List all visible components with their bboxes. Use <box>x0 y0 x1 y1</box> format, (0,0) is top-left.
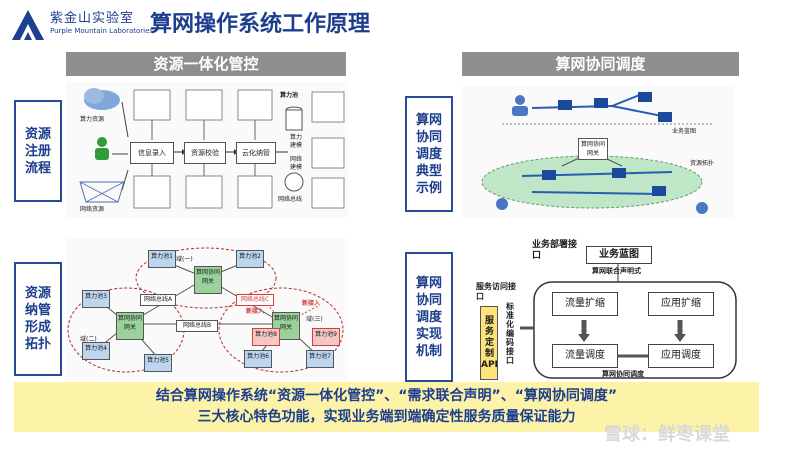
step-info-entry: 信息录入 <box>130 142 174 164</box>
joint-declare-label: 算网联合声明式 <box>592 267 641 275</box>
label-typical-example: 算网协同调度典型示例 <box>405 96 453 212</box>
compute-pool-1: 算力池1 <box>148 250 176 268</box>
compute-pool-3: 算力池3 <box>82 290 110 308</box>
label-resource-registration: 资源注册流程 <box>14 100 62 202</box>
gateway-3: 算网协同网关 <box>272 312 300 340</box>
flow-scale-box: 流量扩缩 <box>552 292 618 316</box>
registration-flow-diagram: 算力资源 网络资源 信息录入 资源校验 云化纳管 算力池 算力建模 网络建模 网… <box>66 82 348 218</box>
summary-banner <box>14 382 759 432</box>
network-bus-b: 网络总线B <box>176 320 218 332</box>
new-join-label-2: 新接入 <box>302 300 321 307</box>
deploy-interface-label: 业务部署接口 <box>532 240 578 261</box>
compute-pool-7: 算力池7 <box>306 350 334 368</box>
domain-1-label: 域(一) <box>176 256 193 263</box>
network-bus-c: 网络总线C <box>236 294 274 306</box>
section-header-resource-control: 资源一体化管控 <box>66 52 346 76</box>
coop-sched-label: 算网协同调度 <box>602 370 644 378</box>
watermark: 雪球：鲜枣课堂 <box>604 424 730 445</box>
compute-resource-label: 算力资源 <box>80 116 105 123</box>
domain-2-label: 域(二) <box>80 336 97 343</box>
network-resource-label: 网络资源 <box>80 206 105 213</box>
step-resource-check: 资源校验 <box>184 142 226 164</box>
section-header-coop-scheduling: 算网协同调度 <box>462 52 739 76</box>
compute-pool-8: 算力池8 <box>252 328 280 346</box>
network-bus-label: 网络总线 <box>278 196 303 203</box>
compute-pool-2: 算力池2 <box>236 250 264 268</box>
mechanism-diagram: 业务部署接口 业务蓝图 算网联合声明式 服务访问接口 服务定制API 标准化编码… <box>462 238 742 382</box>
label-resource-topology: 资源纳管形成拓扑 <box>14 262 62 376</box>
domain-3-label: 域(三) <box>306 316 323 323</box>
business-blueprint-label: 业务蓝图 <box>672 128 697 135</box>
new-join-label-1: 新接入 <box>246 308 265 315</box>
logo <box>12 10 44 40</box>
network-model-label: 网络建模 <box>290 156 303 171</box>
logo-text-cn: 紫金山实验室 <box>50 11 135 26</box>
logo-text-en: Purple Mountain Laboratories <box>50 27 154 35</box>
summary-line-1: 结合算网操作系统“资源一体化管控”、“需求联合声明”、“算网协同调度” <box>155 388 618 404</box>
network-bus-a: 网络总线A <box>140 294 176 306</box>
coop-gateway-box: 算网协同网关 <box>578 138 608 160</box>
page-title: 算网操作系统工作原理 <box>150 12 371 37</box>
service-custom-api-box: 服务定制API <box>480 306 498 380</box>
compute-pool-label: 算力池 <box>280 92 299 99</box>
std-interface-label: 标准化编码接口 <box>506 302 514 365</box>
summary-line-2: 三大核心特色功能，实现业务端到端确定性服务质量保证能力 <box>197 409 576 425</box>
typical-example-diagram: 业务蓝图 算网协同网关 资源拓扑 <box>462 86 734 218</box>
resource-topology-diagram: 域(一) 域(二) 域(三) 算网协同网关 算网协同网关 算网协同网关 网络总线… <box>66 238 348 380</box>
gateway-2: 算网协同网关 <box>116 312 144 340</box>
compute-model-label: 算力建模 <box>290 134 303 149</box>
compute-pool-9: 算力池9 <box>312 328 340 346</box>
label-mechanism: 算网协同调度实现机制 <box>405 252 453 382</box>
resource-topology-label: 资源拓扑 <box>690 160 715 167</box>
compute-pool-6: 算力池6 <box>244 350 272 368</box>
compute-pool-4: 算力池4 <box>82 342 110 360</box>
compute-pool-5: 算力池5 <box>144 354 172 372</box>
app-sched-box: 应用调度 <box>648 344 714 368</box>
app-scale-box: 应用扩缩 <box>648 292 714 316</box>
access-interface-label: 服务访问接口 <box>476 282 516 301</box>
step-cloud-manage: 云化纳管 <box>236 142 276 164</box>
gateway-1: 算网协同网关 <box>194 266 222 294</box>
flow-sched-box: 流量调度 <box>552 344 618 368</box>
blueprint-box: 业务蓝图 <box>586 246 652 264</box>
